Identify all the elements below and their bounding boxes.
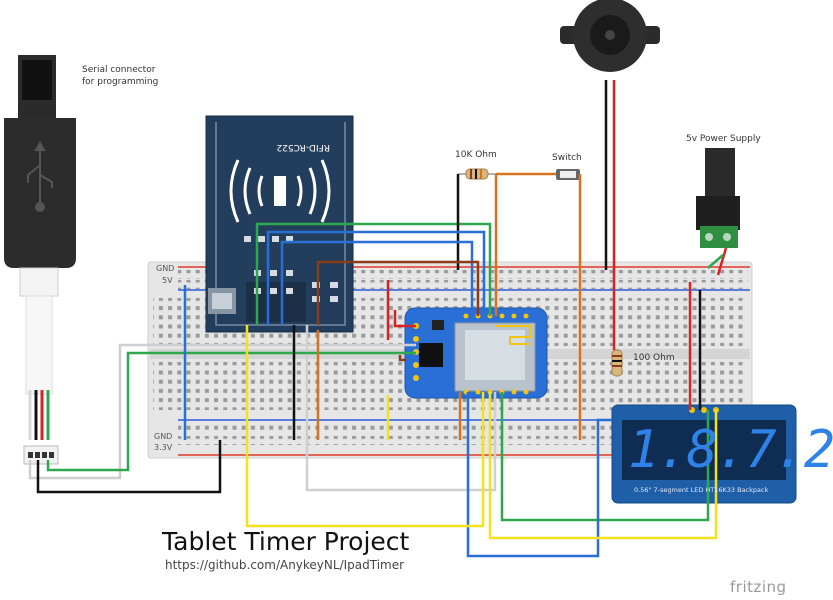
project-url: https://github.com/AnykeyNL/IpadTimer [165,558,405,572]
display-caption: 0.56" 7-segment LED HT16K33 Backpack [634,486,769,494]
wire-blue-2 [266,230,486,325]
dc-jack-icon [696,148,740,248]
wire-black-1 [36,440,222,494]
fritzing-logo: fritzing [730,578,787,596]
resistor-10k [458,168,496,180]
serial-connector-label: Serial connector for programming [82,65,159,87]
seven-segment-display [611,404,797,504]
rail-gnd-bottom-label: GND [154,432,173,441]
buzzer-icon [560,0,660,72]
wire-brown-1 [316,260,480,325]
rail-3v3-label: 3.3V [154,443,173,452]
resistor-10k-label: 10K Ohm [455,150,497,160]
switch [556,169,580,180]
wire-blue-3 [280,240,474,325]
wire-green-2 [255,222,492,325]
wire-yellow-1 [245,325,485,528]
wire-brown-2 [398,355,406,362]
power-supply-label: 5v Power Supply [686,134,761,144]
rail-gnd-top-label: GND [156,264,175,273]
microcontroller-board [404,307,548,399]
wifi-antenna-icon [495,325,531,345]
wire-yellow-2 [488,392,718,540]
wire-red-5 [393,310,416,328]
usb-serial-connector [4,55,76,465]
project-title: Tablet Timer Project [162,527,410,556]
display-digits: 1.8.7.2 [628,420,833,480]
wire-green-1 [46,351,416,472]
wire-white-1 [28,343,416,480]
wire-green-4 [707,254,724,269]
resistor-100 [611,349,623,377]
wires [28,80,728,558]
resistor-100-label: 100 Ohm [633,353,675,363]
wire-red-4 [716,247,728,276]
wire-green-3 [500,392,710,522]
wire-blue-4 [466,392,612,558]
rail-5v-label: 5V [162,276,173,285]
rfid-module-label: RFID-RC522 [276,142,330,152]
switch-label: Switch [552,153,582,163]
wire-white-2 [305,325,497,492]
circuit-diagram [4,0,797,558]
usb-icon [27,140,53,212]
rfid-waves-icon [229,159,331,223]
